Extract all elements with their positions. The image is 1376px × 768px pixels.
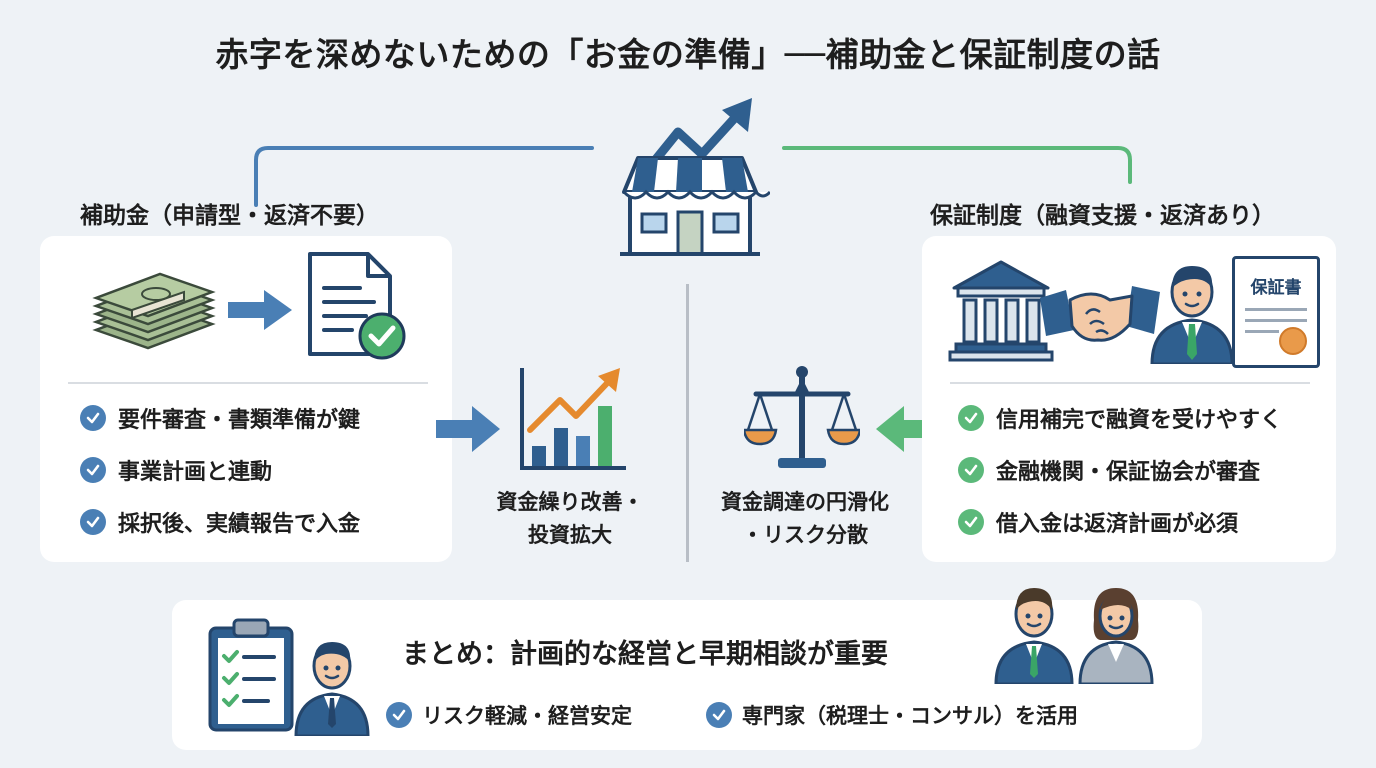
left-center-caption-line: 資金繰り改善・ bbox=[496, 490, 644, 514]
clipboard-icon bbox=[208, 618, 294, 732]
check-icon bbox=[958, 509, 984, 535]
subsidy-item-text: 事業計画と連動 bbox=[118, 460, 273, 485]
arrow-right-icon bbox=[228, 290, 292, 330]
guarantee-item-text: 信用補完で融資を受けやすく bbox=[996, 408, 1283, 433]
right-center-caption: 資金調達の円滑化 ・リスク分散 bbox=[698, 486, 912, 552]
guarantee-label: 保証制度（融資支援・返済あり） bbox=[930, 203, 1275, 229]
bar-chart-icon bbox=[520, 368, 626, 470]
subsidy-item: 採択後、実績報告で入金 bbox=[80, 506, 360, 538]
guarantee-item: 金融機関・保証協会が審査 bbox=[958, 454, 1260, 486]
woman-icon bbox=[1078, 588, 1154, 684]
right-center-caption-line: ・リスク分散 bbox=[742, 523, 868, 547]
arrow-left-icon bbox=[876, 406, 942, 452]
guarantee-divider bbox=[950, 382, 1310, 384]
subsidy-label: 補助金（申請型・返済不要） bbox=[80, 203, 379, 229]
certificate-icon: 保証書 bbox=[1232, 256, 1320, 368]
subsidy-item-text: 採択後、実績報告で入金 bbox=[118, 512, 361, 537]
check-icon bbox=[706, 702, 732, 728]
check-icon bbox=[958, 457, 984, 483]
advisor-icon bbox=[294, 642, 370, 736]
left-center-caption: 資金繰り改善・ 投資拡大 bbox=[470, 486, 670, 552]
guarantee-card: 保証書 信用補完で融資を受けやすく 金融機関・保証協会が審査 借入金は返済計画が… bbox=[922, 236, 1336, 562]
check-icon bbox=[958, 405, 984, 431]
certificate-label: 保証書 bbox=[1250, 278, 1302, 298]
money-stack-icon bbox=[92, 272, 216, 350]
connector-lines bbox=[254, 146, 1132, 207]
bank-icon bbox=[948, 260, 1054, 362]
right-center-caption-line: 資金調達の円滑化 bbox=[721, 490, 889, 514]
summary-item-text: リスク軽減・経営安定 bbox=[422, 704, 632, 728]
trend-arrow-icon bbox=[639, 98, 752, 179]
subsidy-item: 事業計画と連動 bbox=[80, 454, 272, 486]
check-icon bbox=[80, 457, 106, 483]
guarantee-item-text: 借入金は返済計画が必須 bbox=[996, 512, 1239, 537]
check-icon bbox=[80, 405, 106, 431]
summary-item-text: 専門家（税理士・コンサル）を活用 bbox=[742, 704, 1078, 728]
summary-title: まとめ：計画的な経営と早期相談が重要 bbox=[402, 639, 888, 670]
subsidy-item: 要件審査・書類準備が鍵 bbox=[80, 402, 360, 434]
handshake-icon bbox=[1040, 286, 1160, 342]
businessman-icon bbox=[1150, 266, 1234, 364]
summary-item: 専門家（税理士・コンサル）を活用 bbox=[706, 700, 1078, 730]
scale-icon bbox=[744, 366, 860, 468]
subsidy-item-text: 要件審査・書類準備が鍵 bbox=[118, 408, 361, 433]
man-icon bbox=[994, 588, 1074, 684]
guarantee-item: 借入金は返済計画が必須 bbox=[958, 506, 1238, 538]
subsidy-card: 要件審査・書類準備が鍵 事業計画と連動 採択後、実績報告で入金 bbox=[40, 236, 452, 562]
summary-item: リスク軽減・経営安定 bbox=[386, 700, 632, 730]
guarantee-item: 信用補完で融資を受けやすく bbox=[958, 402, 1282, 434]
arrow-right-icon bbox=[436, 406, 500, 452]
guarantee-item-text: 金融機関・保証協会が審査 bbox=[996, 460, 1261, 485]
left-center-caption-line: 投資拡大 bbox=[528, 523, 612, 547]
document-check-icon bbox=[308, 252, 406, 360]
consultants-icon bbox=[994, 588, 1154, 684]
center-divider bbox=[686, 284, 689, 562]
check-icon bbox=[386, 702, 412, 728]
store-icon bbox=[620, 98, 770, 256]
page-title: 赤字を深めないための「お金の準備」──補助金と保証制度の話 bbox=[215, 35, 1161, 74]
check-icon bbox=[80, 509, 106, 535]
subsidy-divider bbox=[68, 382, 428, 384]
